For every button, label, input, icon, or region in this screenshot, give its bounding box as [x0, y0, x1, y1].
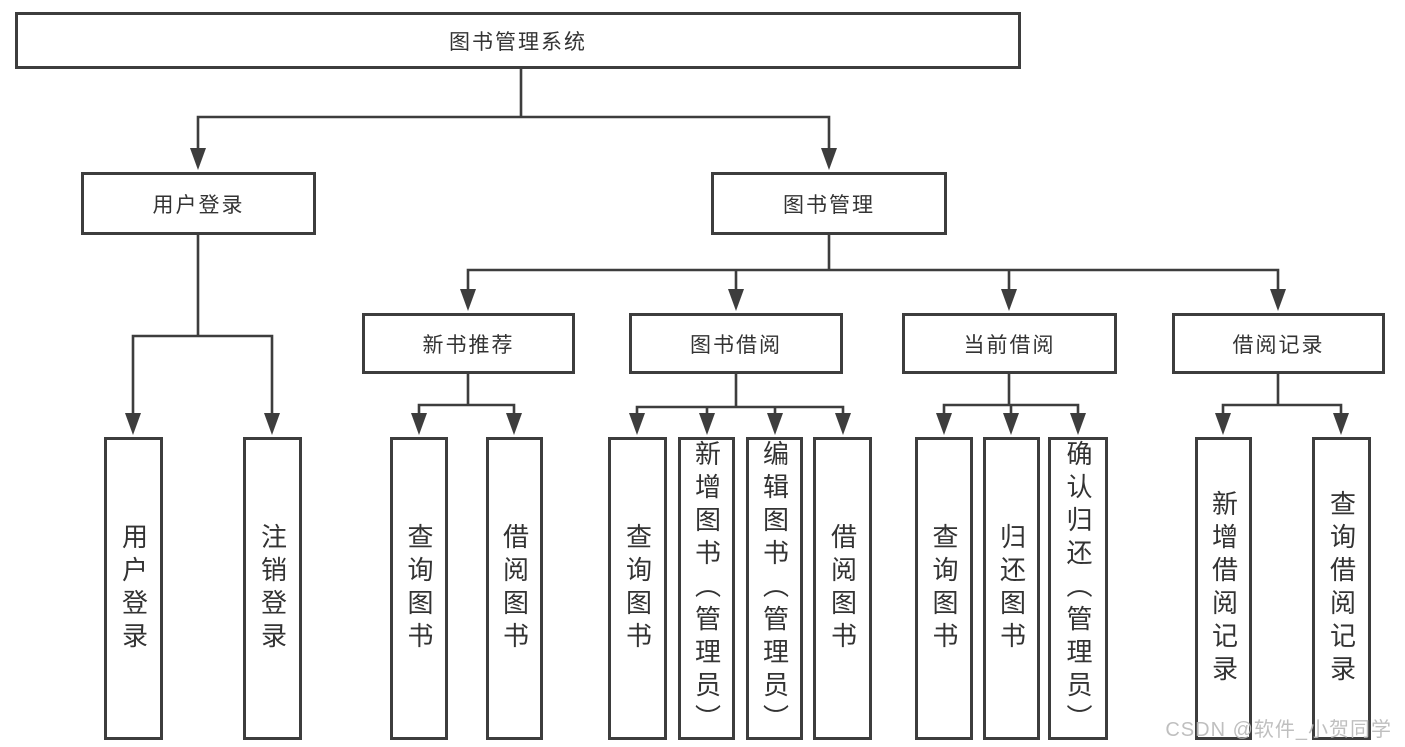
leaf-cb-query-books-label: 查询图书: [929, 522, 959, 655]
arrowhead: [1270, 289, 1286, 311]
arrowhead: [264, 413, 280, 435]
leaf-nb-query-books: 查询图书: [390, 437, 448, 740]
leaf-nb-borrow-books: 借阅图书: [486, 437, 543, 740]
connector-line: [131, 233, 274, 419]
arrowhead: [767, 413, 783, 435]
leaf-user-login: 用户登录: [104, 437, 163, 740]
node-new-book-recommend-label: 新书推荐: [422, 333, 515, 357]
leaf-bb-borrow-books: 借阅图书: [813, 437, 872, 740]
leaf-logout: 注销登录: [243, 437, 302, 740]
node-root: 图书管理系统: [15, 12, 1021, 69]
arrowhead: [699, 413, 715, 435]
leaf-bb-edit-books: 编辑图书（管理员）: [746, 437, 803, 740]
connector-new-book-recommend-children: [411, 372, 522, 435]
node-book-management-label: 图书管理: [783, 193, 875, 217]
arrowhead: [506, 413, 522, 435]
arrowhead: [728, 289, 744, 311]
connector-line: [942, 372, 1080, 419]
node-current-borrowing-label: 当前借阅: [963, 333, 1056, 357]
arrowhead: [1333, 413, 1349, 435]
leaf-user-login-label: 用户登录: [118, 522, 149, 655]
arrowhead: [1070, 413, 1086, 435]
connector-current-borrowing-children: [936, 372, 1086, 435]
node-user-login-label: 用户登录: [152, 193, 245, 217]
leaf-cb-query-books: 查询图书: [915, 437, 973, 740]
arrowhead: [629, 413, 645, 435]
node-current-borrowing: 当前借阅: [902, 313, 1117, 374]
leaf-bb-add-books: 新增图书（管理员）: [678, 437, 735, 740]
connector-line: [196, 67, 831, 154]
connector-line: [466, 233, 1280, 295]
arrowhead: [411, 413, 427, 435]
connector-user-login-children: [125, 233, 280, 435]
node-root-label: 图书管理系统: [449, 30, 587, 54]
leaf-nb-query-books-label: 查询图书: [404, 522, 434, 655]
arrowhead: [835, 413, 851, 435]
node-book-management: 图书管理: [711, 172, 947, 235]
arrowhead: [190, 148, 206, 170]
connector-borrowing-records-children: [1215, 372, 1349, 435]
leaf-bb-borrow-books-label: 借阅图书: [827, 522, 858, 655]
leaf-bb-edit-books-label: 编辑图书（管理员）: [759, 440, 790, 737]
connector-line: [1221, 372, 1343, 419]
arrowhead: [125, 413, 141, 435]
leaf-bb-query-books: 查询图书: [608, 437, 667, 740]
connector-book-borrowing-children: [629, 372, 851, 435]
connector-line: [635, 372, 845, 419]
leaf-logout-label: 注销登录: [257, 522, 288, 655]
node-new-book-recommend: 新书推荐: [362, 313, 575, 374]
leaf-br-query-record: 查询借阅记录: [1312, 437, 1371, 740]
connector-line: [417, 372, 516, 419]
leaf-br-query-record-label: 查询借阅记录: [1326, 489, 1357, 688]
arrowhead: [1001, 289, 1017, 311]
leaf-cb-confirm-return-label: 确认归还（管理员）: [1063, 440, 1093, 737]
arrowhead: [1215, 413, 1231, 435]
node-book-borrowing-label: 图书借阅: [690, 333, 782, 357]
connector-book-management-children: [460, 233, 1286, 311]
node-borrowing-records-label: 借阅记录: [1232, 333, 1325, 357]
leaf-bb-add-books-label: 新增图书（管理员）: [691, 440, 722, 737]
leaf-cb-return-books-label: 归还图书: [996, 522, 1027, 655]
node-user-login: 用户登录: [81, 172, 316, 235]
arrowhead: [1003, 413, 1019, 435]
arrowhead: [821, 148, 837, 170]
leaf-nb-borrow-books-label: 借阅图书: [499, 522, 530, 655]
node-book-borrowing: 图书借阅: [629, 313, 843, 374]
leaf-br-add-record-label: 新增借阅记录: [1208, 489, 1239, 688]
leaf-cb-return-books: 归还图书: [983, 437, 1040, 740]
csdn-watermark: CSDN @软件_小贺同学: [1165, 719, 1392, 741]
leaf-cb-confirm-return: 确认归还（管理员）: [1048, 437, 1108, 740]
leaf-br-add-record: 新增借阅记录: [1195, 437, 1252, 740]
connector-root-to-level2: [190, 67, 837, 170]
leaf-bb-query-books-label: 查询图书: [622, 522, 653, 655]
arrowhead: [936, 413, 952, 435]
node-borrowing-records: 借阅记录: [1172, 313, 1385, 374]
arrowhead: [460, 289, 476, 311]
